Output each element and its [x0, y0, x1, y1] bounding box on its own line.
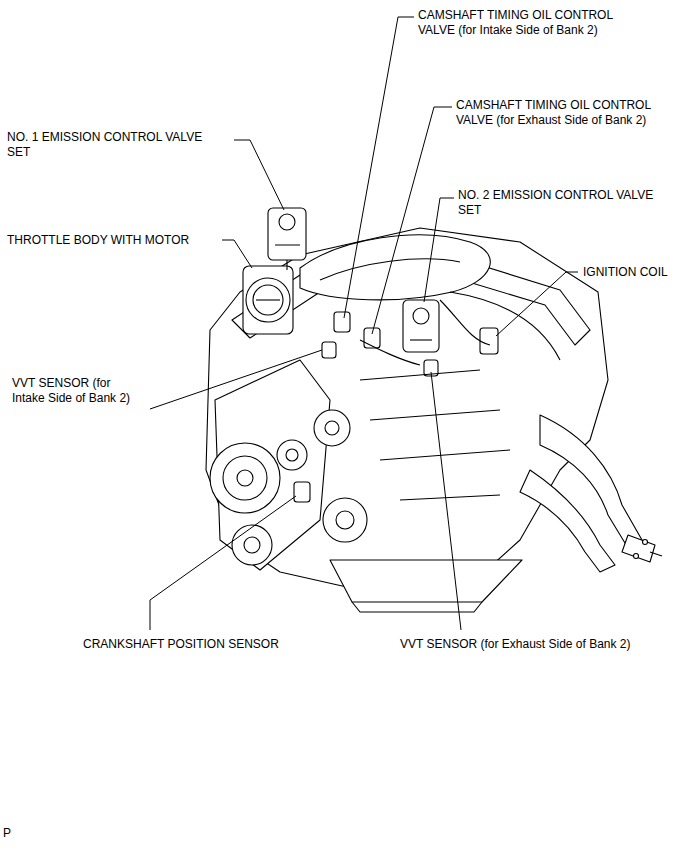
drawing-stroke — [372, 107, 452, 334]
part-label: NO. 2 EMISSION CONTROL VALVE SET — [458, 188, 676, 218]
drawing-stroke — [232, 525, 272, 565]
part-label: CRANKSHAFT POSITION SENSOR — [83, 637, 313, 652]
drawing-stroke — [275, 245, 300, 270]
drawing-stroke — [360, 370, 510, 500]
drawing-stroke — [410, 339, 432, 340]
drawing-stroke — [403, 300, 439, 352]
figure-code: P — [3, 826, 33, 841]
drawing-stroke — [210, 443, 280, 513]
drawing-stroke — [364, 328, 380, 348]
drawing-stroke — [243, 266, 293, 334]
drawing-stroke — [322, 342, 336, 358]
drawing-stroke — [622, 535, 655, 562]
part-label: VVT SENSOR (for Exhaust Side of Bank 2) — [400, 637, 660, 652]
drawing-stroke — [413, 308, 429, 324]
part-label: CAMSHAFT TIMING OIL CONTROL VALVE (for E… — [456, 98, 671, 128]
drawing-stroke — [279, 214, 295, 230]
drawing-stroke — [286, 449, 298, 461]
drawing-stroke — [206, 228, 608, 590]
drawing-stroke — [360, 340, 420, 365]
drawing-stroke — [424, 198, 454, 302]
drawing-stroke — [222, 240, 252, 268]
drawing-stroke — [256, 299, 280, 300]
drawing-stroke — [643, 540, 648, 545]
part-label: THROTTLE BODY WITH MOTOR — [7, 233, 222, 248]
drawing-stroke — [246, 278, 290, 322]
drawing-stroke — [300, 235, 490, 300]
drawing-stroke — [150, 350, 322, 409]
part-label: IGNITION COIL — [583, 265, 683, 280]
drawing-stroke — [237, 470, 253, 486]
drawing-stroke — [336, 511, 354, 529]
drawing-stroke — [334, 312, 350, 332]
drawing-stroke — [234, 140, 284, 210]
drawing-stroke — [223, 456, 267, 500]
drawing-stroke — [150, 496, 296, 630]
drawing-stroke — [277, 440, 307, 470]
part-label: NO. 1 EMISSION CONTROL VALVE SET — [7, 130, 225, 160]
drawing-stroke — [244, 537, 260, 553]
drawing-stroke — [344, 17, 414, 318]
drawing-stroke — [540, 415, 642, 548]
drawing-stroke — [352, 602, 482, 612]
drawing-stroke — [520, 470, 615, 572]
drawing-stroke — [314, 410, 350, 446]
drawing-stroke — [496, 272, 578, 336]
drawing-stroke — [480, 328, 498, 354]
drawing-stroke — [650, 552, 662, 556]
drawing-stroke — [431, 372, 461, 630]
drawing-stroke — [634, 554, 639, 559]
drawing-stroke — [323, 498, 367, 542]
drawing-stroke — [268, 208, 306, 260]
drawing-stroke — [294, 482, 310, 502]
drawing-stroke — [253, 285, 283, 315]
part-label: CAMSHAFT TIMING OIL CONTROL VALVE (for I… — [418, 8, 633, 38]
drawing-stroke — [440, 292, 560, 360]
drawing-stroke — [325, 421, 339, 435]
part-label: VVT SENSOR (for Intake Side of Bank 2) — [12, 376, 144, 406]
drawing-stroke — [330, 560, 522, 602]
